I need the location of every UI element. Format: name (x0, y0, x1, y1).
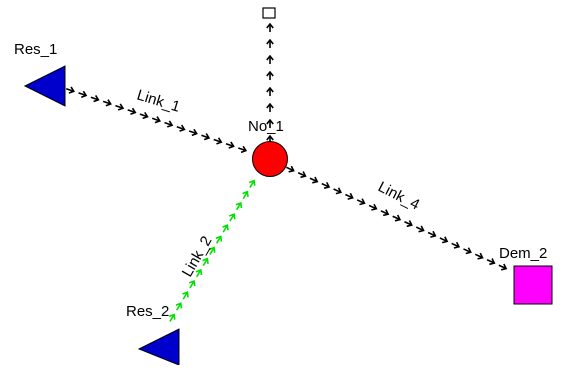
flow-arrow-icon (297, 171, 307, 179)
dem-2-node[interactable] (513, 265, 553, 305)
flow-arrow-icon (139, 111, 149, 120)
flow-arrow-icon (201, 133, 211, 141)
flow-arrow-icon (242, 190, 249, 200)
link-2-label: Link_2 (179, 233, 216, 280)
flow-arrow-icon (380, 209, 390, 217)
flow-arrow-icon (333, 187, 342, 195)
flow-arrow-icon (451, 241, 461, 249)
flow-arrow-icon (439, 236, 449, 244)
flow-arrow-icon (286, 165, 295, 173)
reservoir-triangle-icon (137, 328, 180, 366)
flow-arrow-icon (463, 247, 472, 255)
flow-arrow-icon (164, 120, 174, 128)
flow-arrow-icon (222, 224, 229, 233)
flow-arrow-icon (188, 279, 196, 289)
flow-arrow-icon (202, 257, 209, 267)
flow-arrow-icon (321, 182, 331, 189)
flow-arrow-icon (225, 141, 235, 149)
flow-arrow-icon (404, 220, 413, 228)
flow-arrow-icon (176, 124, 186, 132)
flow-arrow-icon (415, 225, 425, 233)
flow-arrow-icon (248, 179, 256, 188)
flow-arrow-icon (215, 235, 223, 244)
flow-arrow-icon (235, 201, 243, 211)
res-2-label: Res_2 (126, 303, 169, 320)
flow-arrow-icon (266, 118, 274, 128)
flow-arrow-icon (151, 116, 161, 124)
flow-arrow-icon (266, 86, 274, 96)
res-2-node[interactable] (137, 328, 180, 366)
top-node-icon[interactable] (262, 7, 276, 19)
flow-arrow-icon (213, 137, 223, 145)
flow-arrow-icon (208, 246, 216, 255)
flow-arrow-icon (175, 302, 183, 311)
no-1-label: No_1 (248, 118, 284, 135)
flow-arrow-icon (127, 107, 137, 115)
flow-arrow-icon (356, 198, 366, 206)
flow-arrow-icon (474, 252, 484, 260)
flow-arrow-icon (65, 86, 75, 94)
link-2-path[interactable] (167, 179, 257, 323)
flow-arrow-icon (90, 95, 100, 103)
res-1-node[interactable] (23, 65, 66, 107)
flow-arrow-icon (345, 192, 354, 200)
demand-square-icon (513, 265, 553, 305)
no-1-node[interactable] (252, 141, 288, 177)
res-1-label: Res_1 (14, 41, 57, 58)
flow-arrow-icon (266, 70, 274, 80)
link-4-label: Link_4 (375, 178, 422, 213)
flow-arrow-icon (182, 291, 189, 300)
flow-arrow-icon (266, 38, 274, 48)
flow-arrow-icon (228, 213, 236, 222)
flow-arrow-icon (309, 176, 319, 184)
flow-arrow-icon (238, 145, 248, 154)
link-top-path[interactable] (266, 22, 274, 144)
flow-arrow-icon (102, 99, 112, 107)
link-1-path[interactable] (65, 86, 248, 154)
flow-arrow-icon (427, 230, 437, 238)
link-1-label: Link_1 (135, 87, 182, 116)
flow-arrow-icon (486, 258, 496, 266)
reservoir-triangle-icon (23, 65, 66, 107)
junction-circle-icon (252, 141, 288, 177)
flow-arrow-icon (188, 128, 198, 137)
flow-arrow-icon (266, 22, 274, 32)
link-4-path[interactable] (285, 164, 508, 271)
flow-arrow-icon (368, 203, 378, 211)
flow-arrow-icon (266, 54, 274, 64)
flow-arrow-icon (392, 214, 402, 222)
flow-arrow-icon (266, 102, 274, 112)
flow-arrow-icon (498, 263, 508, 271)
dem-2-label: Dem_2 (499, 245, 547, 262)
flow-arrow-icon (115, 103, 125, 111)
flow-arrow-icon (168, 313, 176, 322)
flow-arrow-icon (78, 90, 88, 98)
flow-arrow-icon (195, 268, 203, 278)
